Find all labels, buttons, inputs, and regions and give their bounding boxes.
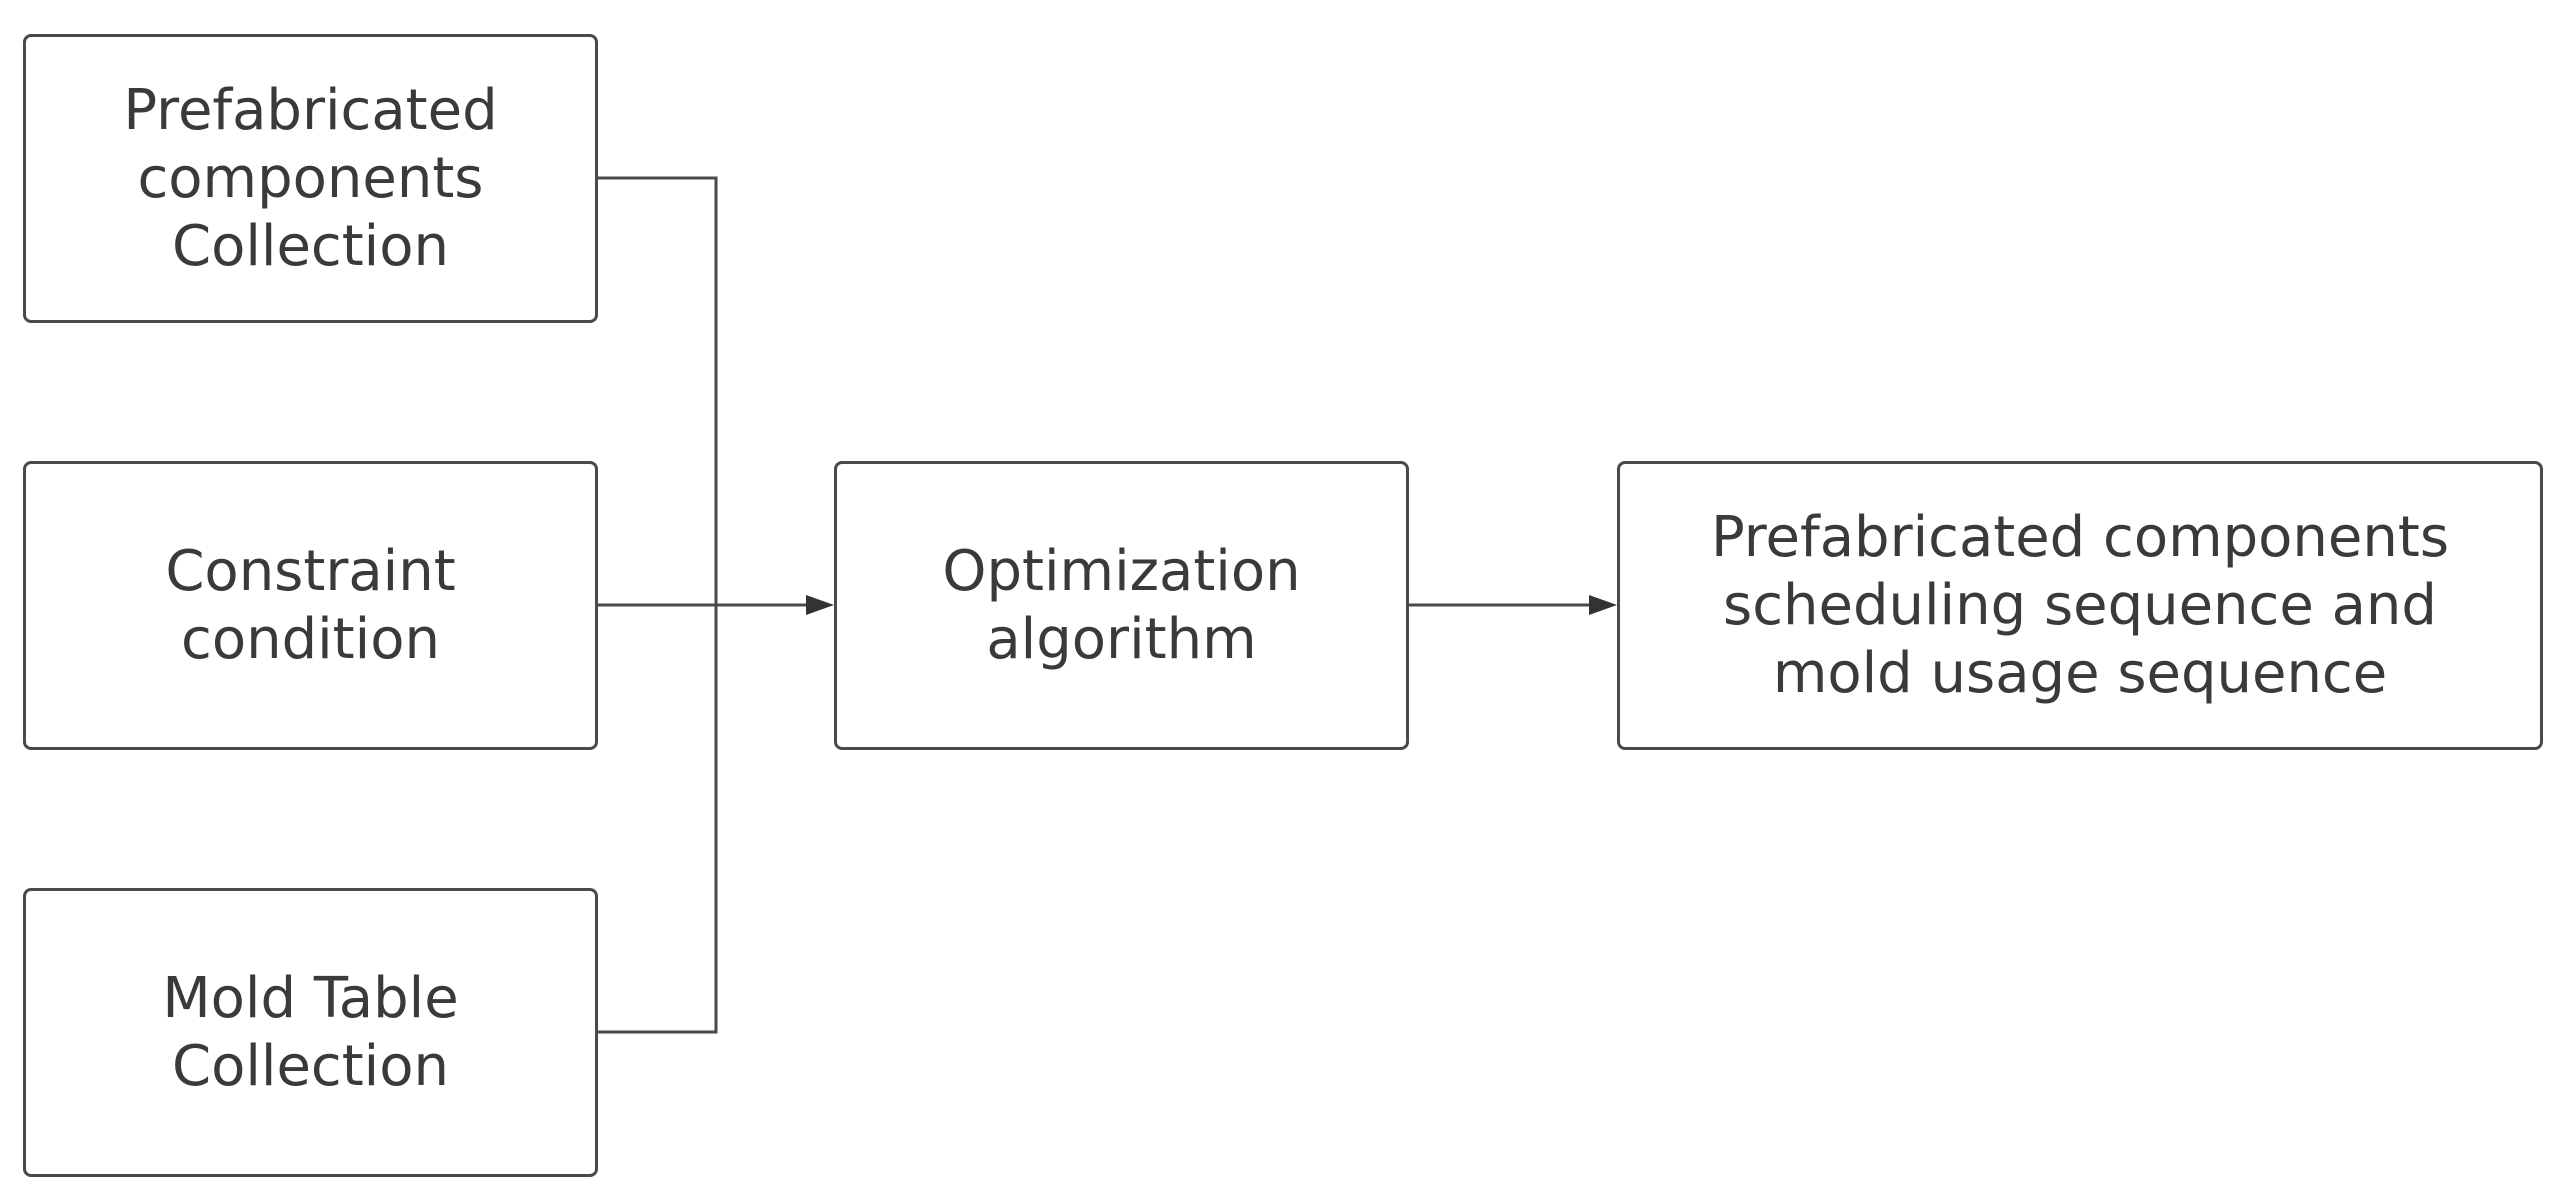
node-constraint-condition: Constraint condition <box>23 461 598 750</box>
node-optimization-algorithm: Optimization algorithm <box>834 461 1409 750</box>
node-label: Constraint condition <box>165 538 456 672</box>
edge-components-to-optimization <box>598 176 718 605</box>
node-label: Prefabricated components scheduling sequ… <box>1710 504 2450 706</box>
node-prefabricated-components-collection: Prefabricated components Collection <box>23 34 598 323</box>
node-label: Prefabricated components Collection <box>123 77 498 279</box>
edge-mold-to-optimization <box>598 605 718 1034</box>
node-label: Mold Table Collection <box>162 965 459 1099</box>
node-label: Optimization algorithm <box>942 538 1301 672</box>
arrowhead-output <box>1589 595 1617 615</box>
node-mold-table-collection: Mold Table Collection <box>23 888 598 1177</box>
arrowhead-optimization <box>806 595 834 615</box>
node-scheduling-output: Prefabricated components scheduling sequ… <box>1617 461 2543 750</box>
